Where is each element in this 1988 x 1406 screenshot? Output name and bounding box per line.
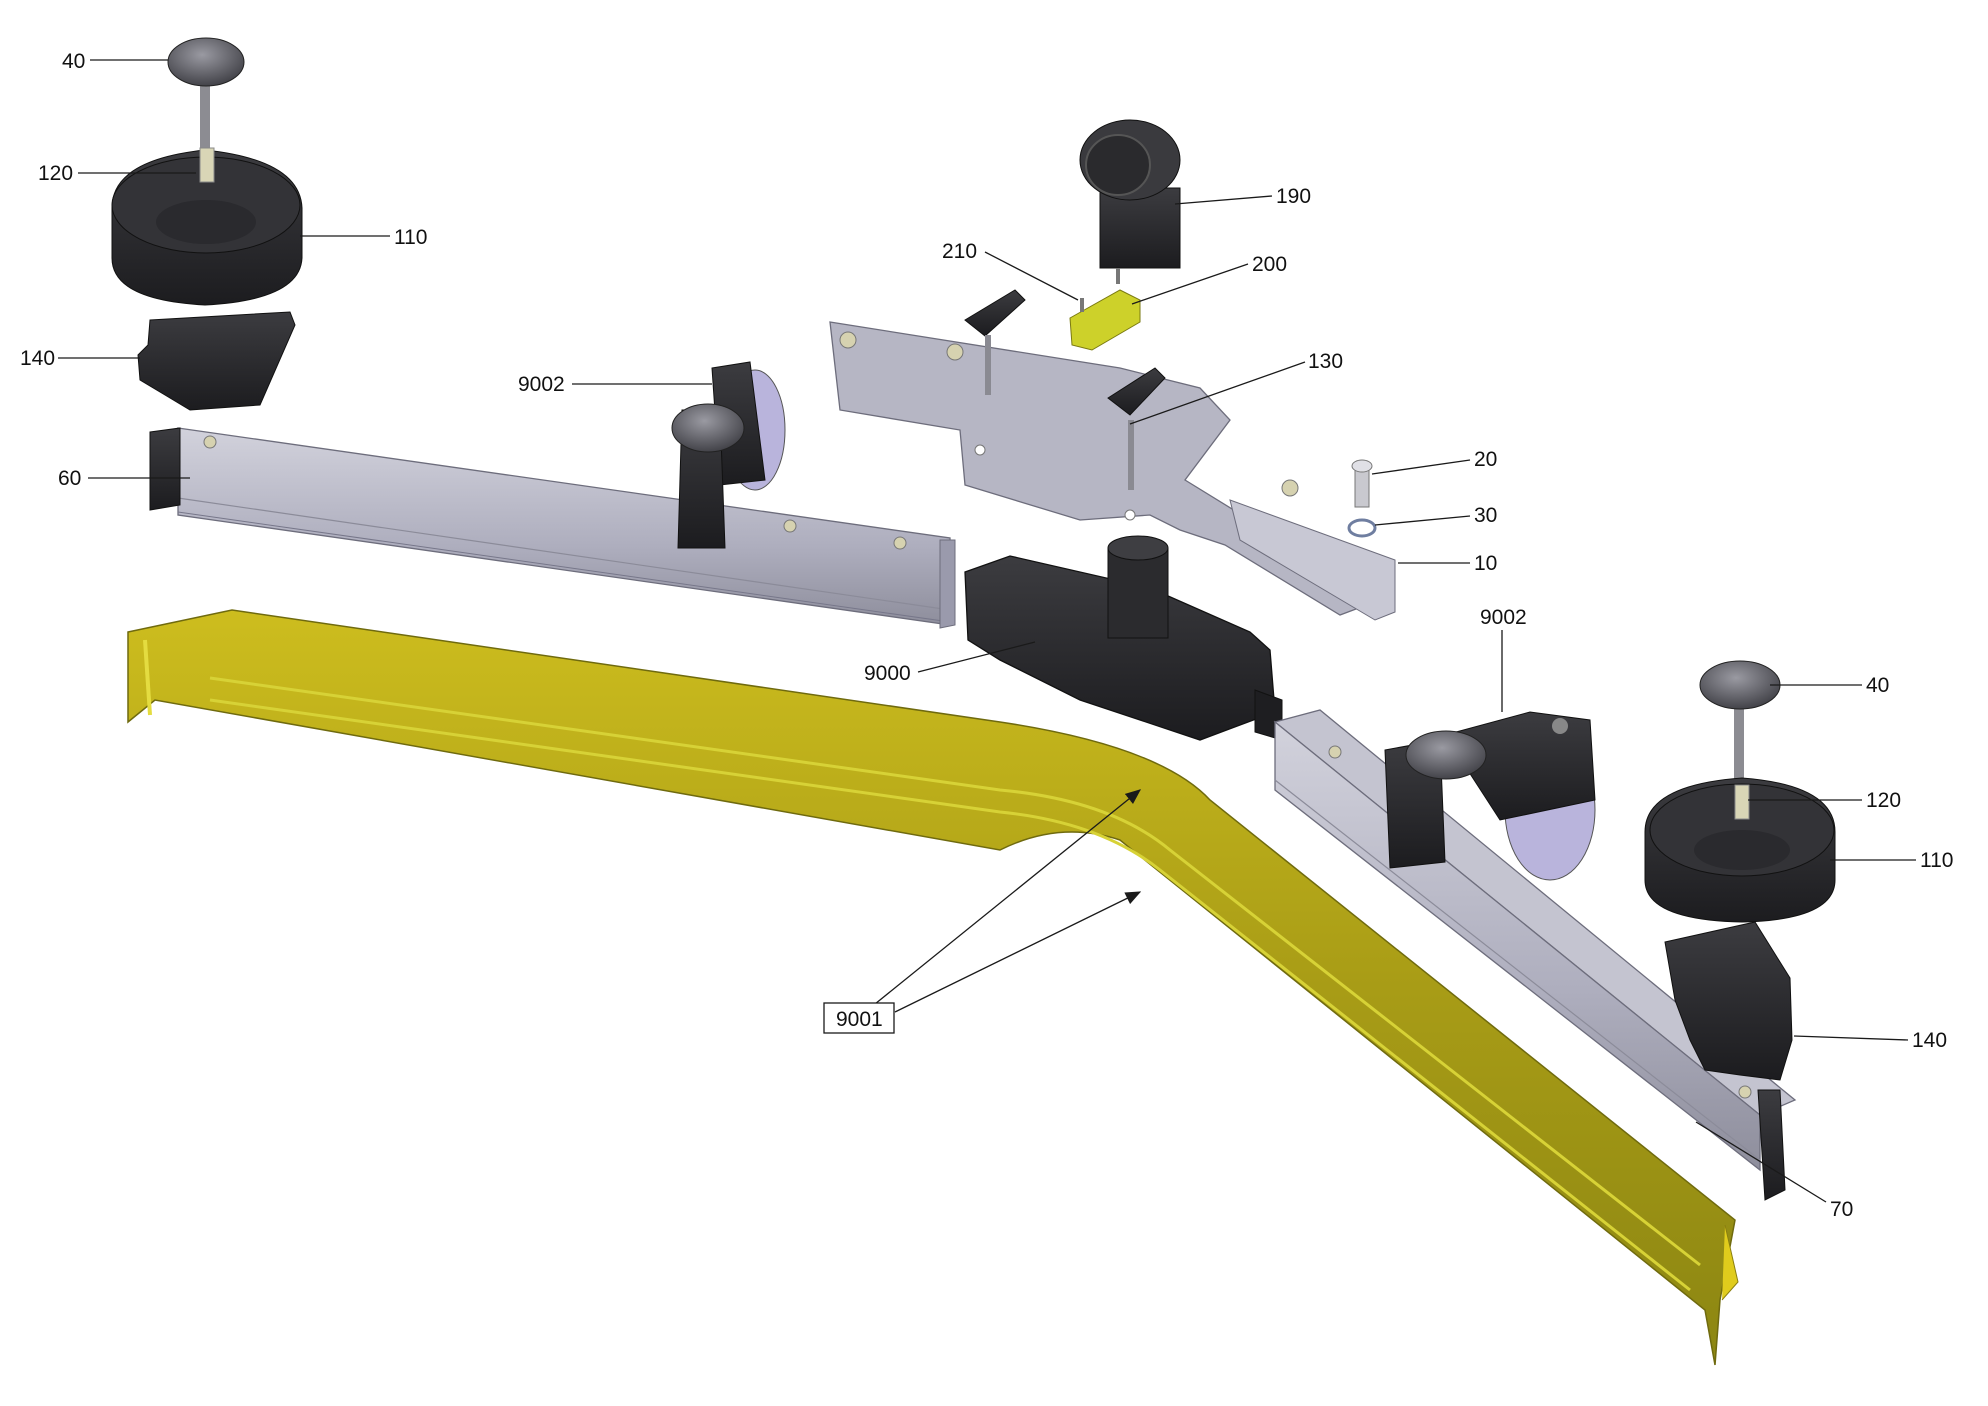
yellow-holder <box>1069 268 1141 351</box>
callout-70: 70 <box>1830 1198 1853 1221</box>
callout-130: 130 <box>1308 350 1343 373</box>
callout-190: 190 <box>1276 185 1311 208</box>
callout-110-top: 110 <box>394 226 427 249</box>
screw-and-washer <box>1347 459 1377 538</box>
callout-9000: 9000 <box>864 662 911 685</box>
callout-140-top: 140 <box>20 347 55 370</box>
elbow-pipe <box>1079 119 1181 269</box>
squeegee-blade <box>127 609 1739 1366</box>
callout-210: 210 <box>942 240 977 263</box>
callout-labels: 40 120 110 140 60 9002 210 190 200 130 2… <box>20 50 1953 1221</box>
callout-40-right: 40 <box>1866 674 1889 697</box>
right-castor-wheel <box>1384 711 1596 881</box>
top-left-wheel-stack <box>111 37 303 411</box>
callout-200: 200 <box>1252 253 1287 276</box>
tee-knob <box>964 289 1166 490</box>
callout-120-right: 120 <box>1866 789 1901 812</box>
callout-60: 60 <box>58 467 81 490</box>
callout-9002-left: 9002 <box>518 373 565 396</box>
callout-10: 10 <box>1474 552 1497 575</box>
left-aluminium-bar <box>177 427 956 629</box>
callout-140-right: 140 <box>1912 1029 1947 1052</box>
leader-lines <box>58 59 1916 1203</box>
left-end-cap <box>149 427 181 511</box>
left-castor-wheel <box>671 361 786 549</box>
callout-110-right: 110 <box>1920 849 1953 872</box>
callout-9001-box <box>823 1002 895 1034</box>
callout-20: 20 <box>1474 448 1497 471</box>
callout-40-top: 40 <box>62 50 85 73</box>
center-housing <box>964 535 1283 741</box>
callout-30: 30 <box>1474 504 1497 527</box>
right-wheel-stack <box>1644 660 1836 1081</box>
callout-120-top: 120 <box>38 162 73 185</box>
mounting-plate <box>829 321 1396 621</box>
callout-9002-right: 9002 <box>1480 606 1527 629</box>
callout-9001: 9001 <box>836 1008 883 1031</box>
